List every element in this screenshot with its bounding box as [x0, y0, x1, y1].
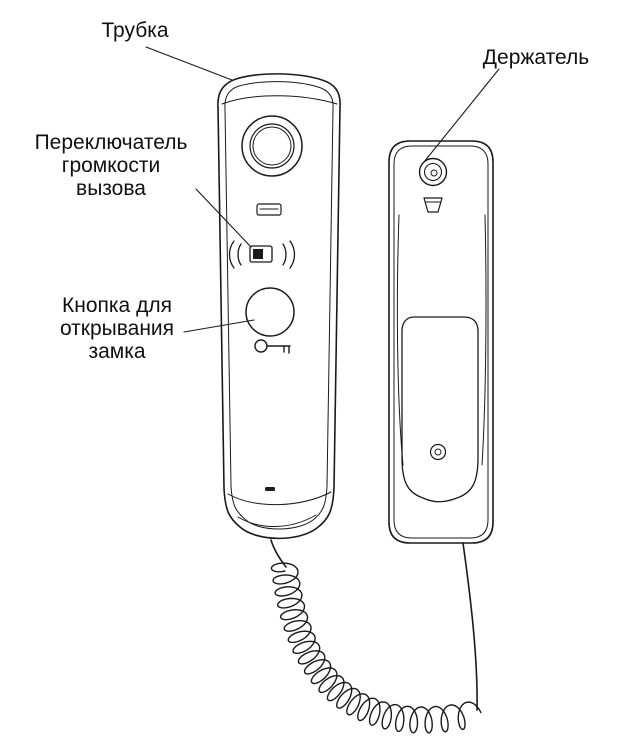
- handset-slot: [256, 203, 282, 216]
- cradle-screw: [429, 443, 447, 461]
- cradle-screw-center: [434, 448, 442, 456]
- cord-exit-handset: [270, 539, 287, 568]
- label-holder: Держатель: [482, 46, 590, 69]
- handset-contour-lines: [221, 95, 338, 527]
- leader-line-handset: [145, 46, 233, 81]
- speaker-middle-ring: [249, 123, 295, 169]
- cord-exit-holder: [462, 542, 478, 711]
- leader-line-unlock-button: [183, 319, 255, 333]
- label-handset: Трубка: [101, 19, 169, 42]
- cradle-screw-outer: [429, 443, 447, 461]
- label-unlock-button: Кнопка для открывания замка: [59, 294, 175, 363]
- key-bow: [254, 339, 268, 353]
- handset-body-outline: [217, 73, 341, 540]
- mounting-screw-outer: [418, 157, 448, 187]
- unlock-button: [245, 287, 295, 337]
- holder-hook-clip: [423, 197, 443, 213]
- handset-slot-outline: [256, 203, 282, 216]
- holder-body-inner-outline: [393, 145, 489, 539]
- coiled-cord: [270, 562, 482, 734]
- speaker-grille: [241, 115, 303, 177]
- key-shaft: [266, 345, 291, 354]
- speaker-outer-ring: [241, 115, 303, 177]
- microphone-hole: [265, 487, 275, 491]
- volume-switch-knob: [253, 249, 263, 259]
- holder-body-outline: [388, 140, 494, 544]
- holder-bevel-lines: [396, 214, 487, 466]
- sound-wave-arcs: [228, 240, 296, 269]
- label-volume-switch: Переключатель громкости вызова: [34, 131, 188, 200]
- speaker-inner-ring: [252, 126, 292, 166]
- volume-switch-body: [249, 245, 273, 263]
- leader-line-volume-switch: [195, 188, 252, 248]
- leader-line-holder: [423, 68, 500, 163]
- cradle-panel: [401, 316, 479, 503]
- mounting-screw-center: [430, 169, 438, 177]
- mounting-screw: [418, 157, 448, 187]
- handset-body-inner-outline: [224, 81, 334, 530]
- holder-hook-clip-outline: [423, 197, 443, 213]
- mounting-screw-middle: [423, 162, 443, 182]
- key-icon: [254, 339, 291, 354]
- volume-switch-icon: [228, 240, 296, 269]
